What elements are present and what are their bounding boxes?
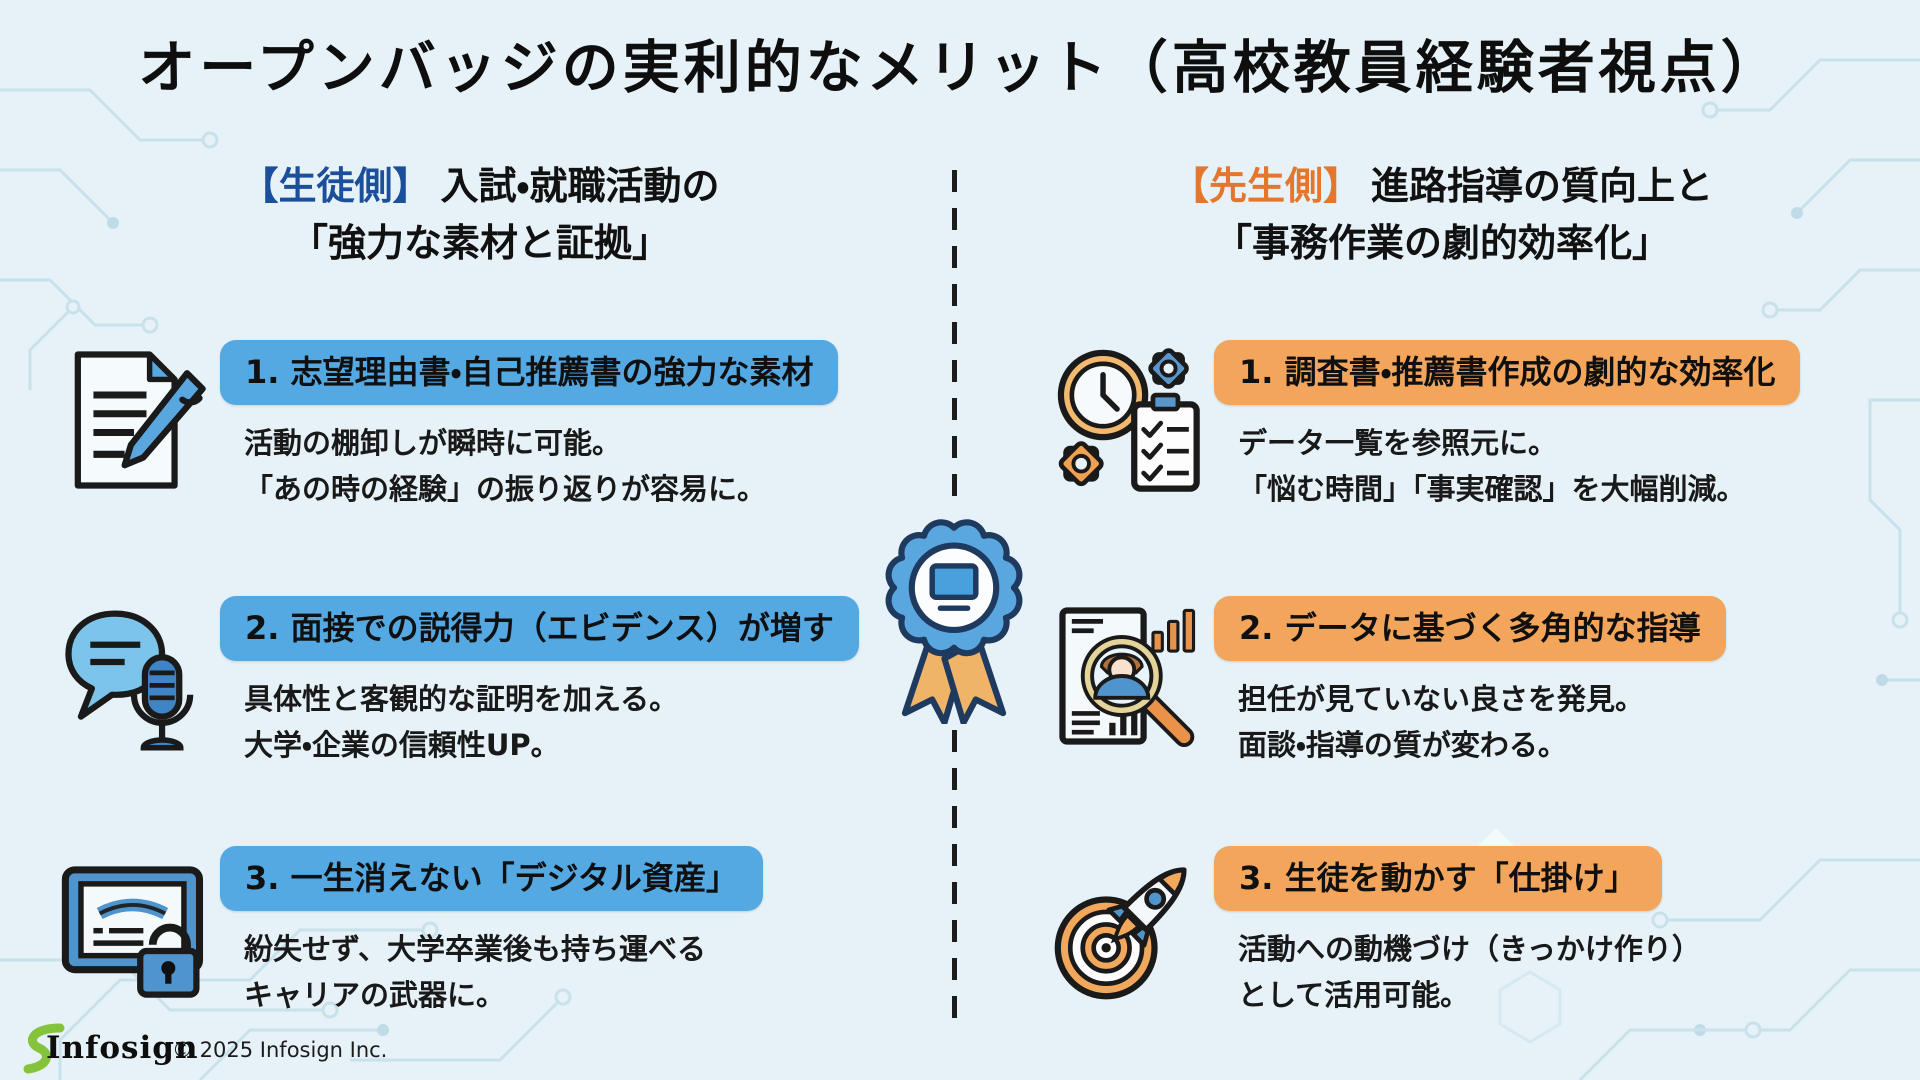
copyright-text: © 2025 Infosign Inc. [172, 1038, 388, 1062]
clock-gears-checklist-icon [1042, 330, 1214, 510]
open-badge-ribbon-icon [868, 506, 1040, 726]
infosign-logo-mark-icon [23, 1023, 65, 1074]
page-title: オープンバッジの実利的なメリット（高校教員経験者視点） [138, 35, 1782, 101]
teacher-benefit-3: 3. 生徒を動かす「仕掛け」 活動への動機づけ（きっかけ作り） として活用可能。 [1042, 836, 1920, 1019]
teacher-tag: 【先生側】 [1170, 164, 1361, 208]
benefit-description: 担任が見ていない良さを発見。 面談・指導の質が変わる。 [1238, 682, 1645, 762]
benefit-title-pill: 1. 志望理由書・自己推薦書の強力な素材 [220, 340, 839, 406]
student-benefit-1: 1. 志望理由書・自己推薦書の強力な素材 活動の棚卸しが瞬時に可能。 「あの時の… [48, 330, 953, 513]
benefit-title-pill: 2. 面接での説得力（エビデンス）が増す [220, 596, 859, 662]
teacher-heading-line1: 【先生側】進路指導の質向上と [1002, 158, 1882, 215]
benefit-description: 紛失せず、大学卒業後も持ち運べる キャリアの武器に。 [244, 932, 706, 1012]
student-tag: 【生徒側】 [240, 164, 431, 208]
student-benefit-3: 3. 一生消えない「デジタル資産」 紛失せず、大学卒業後も持ち運べる キャリアの… [48, 836, 953, 1019]
benefit-description: データ一覧を参照元に。 「悩む時間」「事実確認」を大幅削減。 [1238, 426, 1746, 506]
benefit-description: 活動への動機づけ（きっかけ作り） として活用可能。 [1238, 932, 1701, 1012]
benefit-title-pill: 1. 調査書・推薦書作成の劇的な効率化 [1214, 340, 1801, 406]
teacher-heading-line2: 「事務作業の劇的効率化」 [1213, 221, 1670, 265]
student-heading-line2: 「強力な素材と証拠」 [289, 221, 670, 265]
benefit-title-pill: 3. 生徒を動かす「仕掛け」 [1214, 846, 1662, 912]
magnifier-profile-chart-icon [1042, 586, 1214, 766]
infosign-logo-text: Infosign [46, 1030, 199, 1066]
teacher-benefit-1: 1. 調査書・推薦書作成の劇的な効率化 データ一覧を参照元に。 「悩む時間」「事… [1042, 330, 1920, 513]
teacher-heading-text: 進路指導の質向上と [1371, 164, 1714, 208]
student-benefit-2: 2. 面接での説得力（エビデンス）が増す 具体性と客観的な証明を加える。 大学・… [48, 586, 953, 769]
teacher-benefit-2: 2. データに基づく多角的な指導 担任が見ていない良さを発見。 面談・指導の質が… [1042, 586, 1920, 769]
student-heading-text: 入試・就職活動の [440, 164, 720, 208]
teacher-column-heading: 【先生側】進路指導の質向上と 「事務作業の劇的効率化」 [1002, 158, 1882, 272]
infosign-logo: Infosign [20, 1022, 199, 1074]
benefit-title-pill: 3. 一生消えない「デジタル資産」 [220, 846, 763, 912]
student-column-heading: 【生徒側】入試・就職活動の 「強力な素材と証拠」 [40, 158, 920, 272]
speech-bubble-microphone-icon [48, 586, 220, 766]
center-divider [952, 170, 957, 502]
benefit-description: 具体性と客観的な証明を加える。 大学・企業の信頼性UP。 [244, 682, 679, 762]
document-pencil-icon [48, 330, 220, 510]
student-heading-line1: 【生徒側】入試・就職活動の [40, 158, 920, 215]
benefit-description: 活動の棚卸しが瞬時に可能。 「あの時の経験」の振り返りが容易に。 [244, 426, 767, 506]
benefit-title-pill: 2. データに基づく多角的な指導 [1214, 596, 1726, 662]
center-divider [952, 730, 957, 1032]
certificate-lock-icon [48, 836, 220, 1016]
rocket-target-icon [1042, 836, 1214, 1016]
